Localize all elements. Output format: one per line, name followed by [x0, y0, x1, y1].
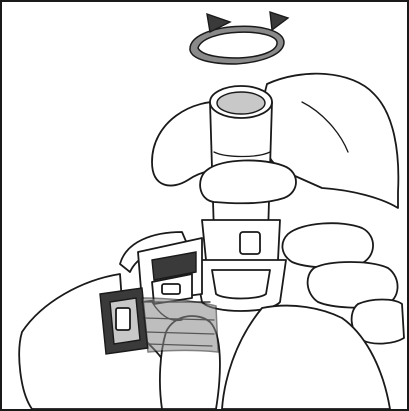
rotate-arrows-icon [189, 10, 290, 65]
right-fingers [221, 222, 405, 409]
cartridge [99, 287, 219, 355]
arrow-head-right [269, 10, 290, 32]
device-base [119, 219, 287, 312]
thumb [199, 159, 297, 205]
arrow-head-left [206, 12, 232, 34]
